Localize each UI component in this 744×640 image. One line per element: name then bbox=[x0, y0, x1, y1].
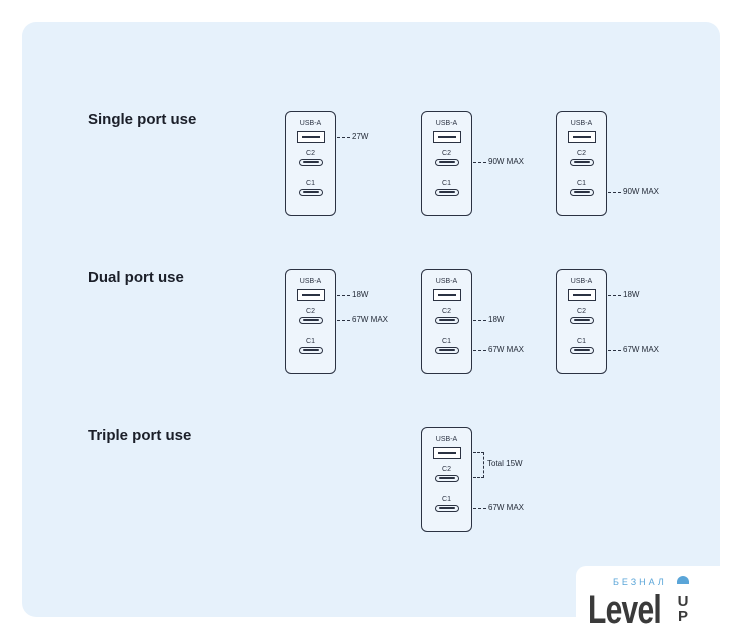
c2-label: C2 bbox=[442, 308, 451, 315]
c2-label: C2 bbox=[577, 150, 586, 157]
usb-c-port-icon bbox=[435, 347, 459, 354]
dashed-line bbox=[608, 349, 621, 351]
usb-c-port-icon bbox=[299, 347, 323, 354]
usb-c-port-icon bbox=[299, 317, 323, 324]
power-callout: 67W MAX bbox=[337, 315, 388, 325]
dashed-line bbox=[608, 191, 621, 193]
power-value: 18W bbox=[623, 290, 640, 299]
usb-c-port-icon bbox=[299, 189, 323, 196]
c2-label: C2 bbox=[577, 308, 586, 315]
total-callout: Total 15W bbox=[487, 459, 523, 469]
usb-a-port-icon bbox=[433, 131, 461, 143]
power-callout: 90W MAX bbox=[473, 157, 524, 167]
dashed-line bbox=[337, 319, 350, 321]
usb-c-port-icon bbox=[299, 159, 323, 166]
power-callout: 90W MAX bbox=[608, 187, 659, 197]
c2-label: C2 bbox=[306, 308, 315, 315]
usb-a-port-icon bbox=[568, 131, 596, 143]
dashed-line bbox=[337, 136, 350, 138]
logo-top-text: БЕЗНАЛ bbox=[613, 577, 667, 587]
usb-a-label: USB-A bbox=[435, 278, 458, 285]
power-value: 67W MAX bbox=[352, 315, 389, 324]
c1-label: C1 bbox=[442, 338, 451, 345]
logo-main-text: Level bbox=[588, 588, 662, 632]
power-value: 27W bbox=[352, 132, 369, 141]
usb-c-port-icon bbox=[570, 317, 594, 324]
dashed-line bbox=[473, 161, 486, 163]
c1-label: C1 bbox=[306, 180, 315, 187]
dashed-line bbox=[337, 294, 350, 296]
row-label: Dual port use bbox=[88, 269, 184, 286]
power-value: 67W MAX bbox=[623, 345, 660, 354]
usb-a-port-icon bbox=[433, 289, 461, 301]
power-value: 67W MAX bbox=[488, 503, 525, 512]
power-callout: 67W MAX bbox=[473, 345, 524, 355]
usb-a-port-icon bbox=[433, 447, 461, 459]
row-label: Triple port use bbox=[88, 427, 192, 444]
usb-c-port-icon bbox=[570, 347, 594, 354]
c2-label: C2 bbox=[442, 466, 451, 473]
usb-a-label: USB-A bbox=[299, 278, 322, 285]
power-callout: 18W bbox=[337, 290, 368, 300]
power-value: 90W MAX bbox=[488, 157, 525, 166]
usb-a-label: USB-A bbox=[570, 120, 593, 127]
power-value: 90W MAX bbox=[623, 187, 660, 196]
usb-a-label: USB-A bbox=[435, 120, 458, 127]
usb-a-port-icon bbox=[297, 289, 325, 301]
power-callout: 67W MAX bbox=[473, 503, 524, 513]
usb-a-label: USB-A bbox=[570, 278, 593, 285]
dashed-line bbox=[608, 294, 621, 296]
usb-c-port-icon bbox=[435, 159, 459, 166]
usb-a-label: USB-A bbox=[435, 436, 458, 443]
usb-c-port-icon bbox=[570, 159, 594, 166]
dashed-line bbox=[473, 349, 486, 351]
usb-c-port-icon bbox=[435, 189, 459, 196]
dashed-line bbox=[473, 319, 486, 321]
usb-c-port-icon bbox=[570, 189, 594, 196]
power-value: 18W bbox=[488, 315, 505, 324]
c1-label: C1 bbox=[306, 338, 315, 345]
usb-a-port-icon bbox=[568, 289, 596, 301]
usb-a-port-icon bbox=[297, 131, 325, 143]
row-label: Single port use bbox=[88, 111, 197, 128]
usb-c-port-icon bbox=[435, 475, 459, 482]
bracket-line bbox=[473, 452, 484, 478]
c1-label: C1 bbox=[442, 496, 451, 503]
total-value: Total 15W bbox=[487, 459, 523, 468]
power-callout: 18W bbox=[608, 290, 639, 300]
c2-label: C2 bbox=[306, 150, 315, 157]
usb-c-port-icon bbox=[435, 505, 459, 512]
usb-c-port-icon bbox=[435, 317, 459, 324]
usb-a-label: USB-A bbox=[299, 120, 322, 127]
logo-dot-icon bbox=[677, 576, 689, 584]
power-callout: 18W bbox=[473, 315, 504, 325]
c2-label: C2 bbox=[442, 150, 451, 157]
c1-label: C1 bbox=[577, 180, 586, 187]
power-value: 67W MAX bbox=[488, 345, 525, 354]
c1-label: C1 bbox=[577, 338, 586, 345]
power-callout: 67W MAX bbox=[608, 345, 659, 355]
c1-label: C1 bbox=[442, 180, 451, 187]
power-value: 18W bbox=[352, 290, 369, 299]
dashed-line bbox=[473, 507, 486, 509]
power-callout: 27W bbox=[337, 132, 368, 142]
